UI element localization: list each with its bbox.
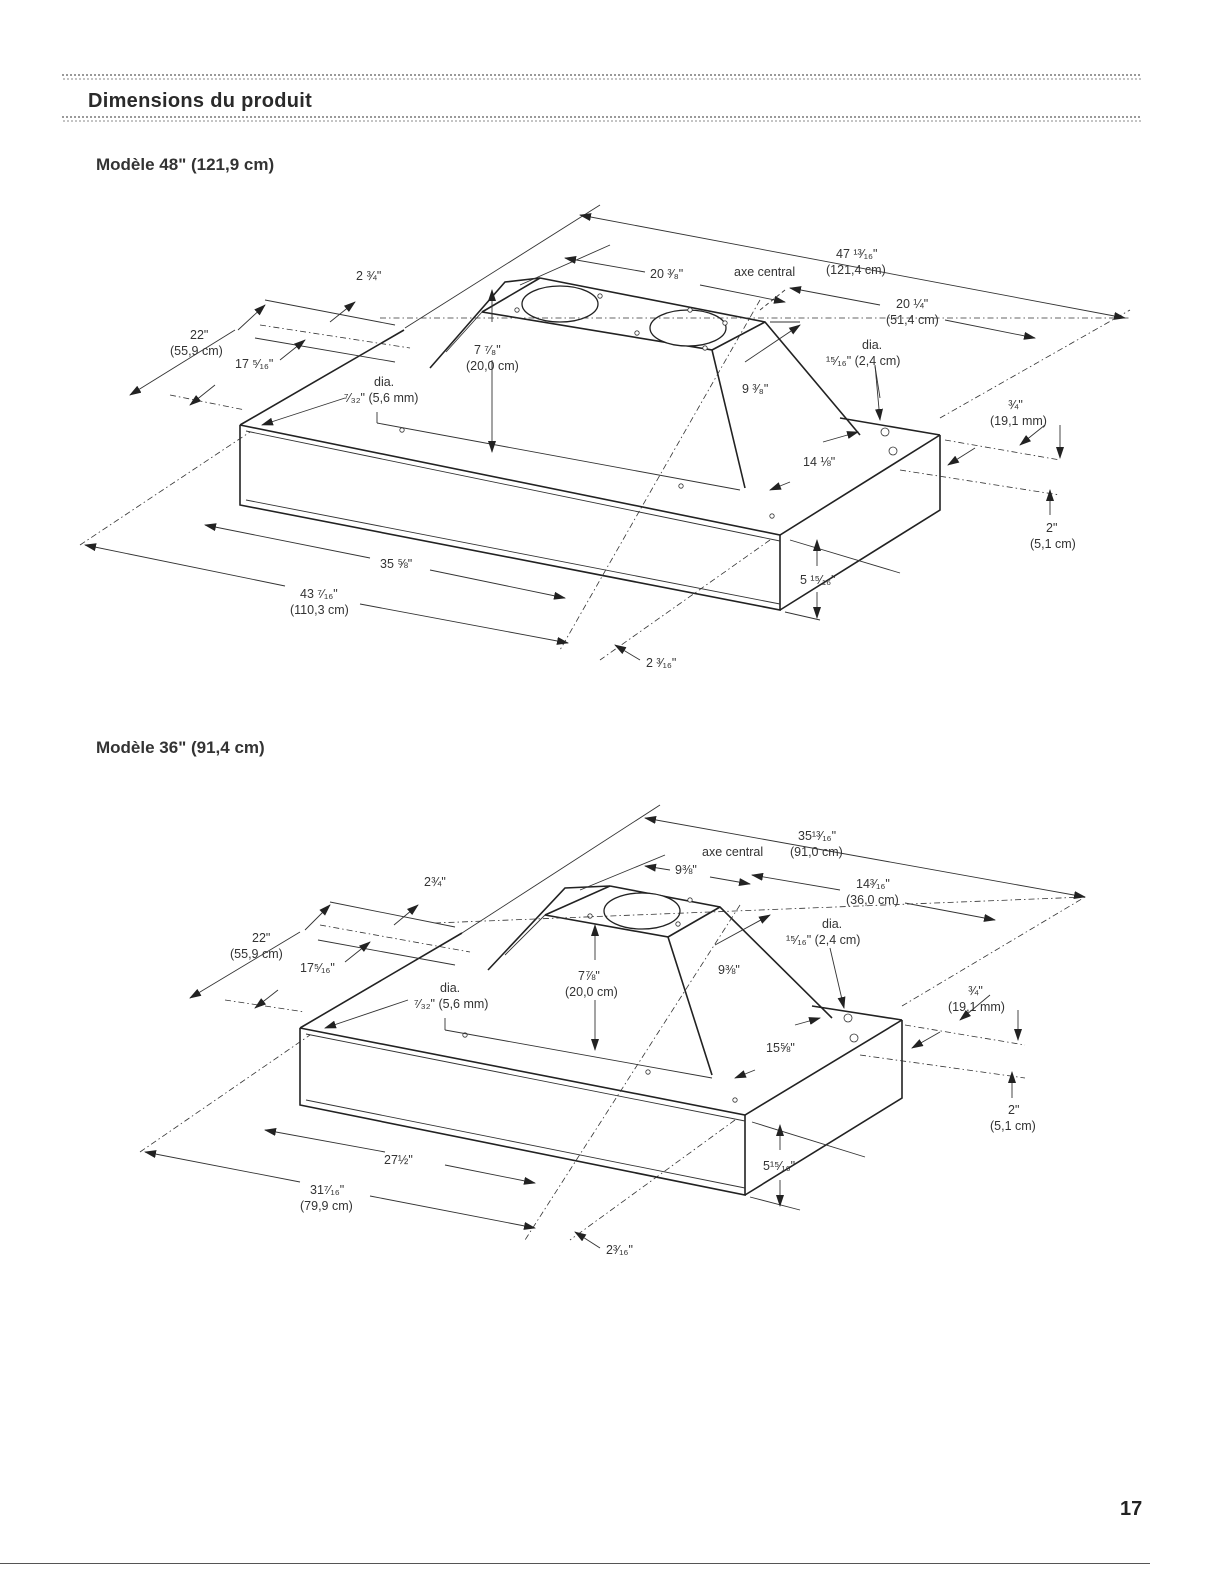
label-center-axis: axe central <box>702 845 763 859</box>
label-front-width: 43 ⁷⁄₁₆" <box>300 587 338 601</box>
label-edge-offset: 2 ³⁄₁₆" <box>646 656 676 670</box>
bottom-rule <box>0 1563 1150 1564</box>
diagram-model-48: 47 ¹³⁄₁₆" (121,4 cm) 20 ³⁄₈" axe central… <box>79 204 1131 670</box>
label-depth-in: 22" <box>190 328 208 342</box>
section-title: Dimensions du produit <box>88 90 313 112</box>
label-overall-width: 47 ¹³⁄₁₆" <box>836 247 878 261</box>
dimension-lines <box>84 213 1126 661</box>
reference-lines <box>139 804 1086 1241</box>
page-number: 17 <box>1120 1498 1143 1520</box>
label-side-height: 2" <box>1046 521 1057 535</box>
label-side-height-cm: (5,1 cm) <box>990 1119 1036 1133</box>
hood-chimney <box>444 885 859 1103</box>
label-small-hole-value: ⁷⁄₃₂" (5,6 mm) <box>414 997 488 1011</box>
label-overall-width-cm: (121,4 cm) <box>826 263 886 277</box>
reference-lines <box>79 204 1131 661</box>
label-rear-offset: 20 ¼" <box>896 297 928 311</box>
label-overall-width: 35¹³⁄₁₆" <box>798 829 836 843</box>
hood-chimney <box>376 277 898 519</box>
header-rule-top <box>62 74 1142 80</box>
label-chimney-height: 7 ⁷⁄₈" <box>474 343 501 357</box>
label-inner-depth: 17 ⁵⁄₁₆" <box>235 357 273 371</box>
label-depth-in: 22" <box>252 931 270 945</box>
label-side-height: 2" <box>1008 1103 1019 1117</box>
dimension-labels: 35¹³⁄₁₆" (91,0 cm) 9⅜" axe central 14³⁄₁… <box>230 829 1036 1257</box>
label-side-distance: 15⅝" <box>766 1041 795 1055</box>
label-offset-in: ¾" <box>1008 398 1023 412</box>
label-depth-cm: (55,9 cm) <box>230 947 283 961</box>
label-rear-offset-cm: (51,4 cm) <box>886 313 939 327</box>
label-rear-offset-cm: (36,0 cm) <box>846 893 899 907</box>
duct-hole <box>603 892 681 930</box>
label-front-height: 5 ¹⁵⁄₁₆" <box>800 573 836 587</box>
model-title-48: Modèle 48" (121,9 cm) <box>96 155 275 174</box>
label-offset-mm: (19,1 mm) <box>990 414 1047 428</box>
duct-hole-left <box>521 285 599 323</box>
label-chimney-height-cm: (20,0 cm) <box>565 985 618 999</box>
label-offset-in: ¾" <box>968 984 983 998</box>
label-front-width-cm: (110,3 cm) <box>290 603 349 617</box>
label-top-margin: 2 ¾" <box>356 269 381 283</box>
label-front-width: 31⁷⁄₁₆" <box>310 1183 344 1197</box>
label-small-hole-dia: dia. <box>374 375 394 389</box>
label-chimney-depth: 9⅜" <box>718 963 740 977</box>
label-hole-dia: dia. <box>822 917 842 931</box>
label-front-width-cm: (79,9 cm) <box>300 1199 353 1213</box>
label-chimney-height-cm: (20,0 cm) <box>466 359 519 373</box>
model-title-36: Modèle 36" (91,4 cm) <box>96 738 265 757</box>
label-front-height: 5¹⁵⁄₁₆" <box>763 1159 795 1173</box>
label-chimney-width: 9⅜" <box>675 863 697 877</box>
label-small-hole-dia: dia. <box>440 981 460 995</box>
label-hole-dia-value: ¹⁵⁄₁₆" (2,4 cm) <box>826 354 900 368</box>
label-side-height-cm: (5,1 cm) <box>1030 537 1076 551</box>
label-chimney-depth: 9 ³⁄₈" <box>742 382 768 396</box>
dimension-labels: 47 ¹³⁄₁₆" (121,4 cm) 20 ³⁄₈" axe central… <box>170 247 1076 670</box>
label-chimney-width: 20 ³⁄₈" <box>650 267 683 281</box>
label-hole-dia: dia. <box>862 338 882 352</box>
label-top-margin: 2¾" <box>424 875 446 889</box>
label-edge-offset: 2³⁄₁₆" <box>606 1243 633 1257</box>
label-front-inner-width: 27½" <box>384 1153 413 1167</box>
label-front-inner-width: 35 ⅝" <box>380 557 412 571</box>
label-side-distance: 14 ⅛" <box>803 455 835 469</box>
label-small-hole-value: ⁷⁄₃₂" (5,6 mm) <box>344 391 418 405</box>
label-offset-mm: (19,1 mm) <box>948 1000 1005 1014</box>
label-depth-cm: (55,9 cm) <box>170 344 223 358</box>
diagram-model-36: 35¹³⁄₁₆" (91,0 cm) 9⅜" axe central 14³⁄₁… <box>139 804 1086 1257</box>
hood-body <box>299 932 903 1196</box>
dimension-lines <box>144 816 1086 1249</box>
label-hole-dia-value: ¹⁵⁄₁₆" (2,4 cm) <box>786 933 860 947</box>
label-chimney-height: 7⅞" <box>578 969 600 983</box>
hood-body <box>239 329 941 611</box>
label-overall-width-cm: (91,0 cm) <box>790 845 843 859</box>
header-rule-bottom <box>62 116 1142 122</box>
label-center-axis: axe central <box>734 265 795 279</box>
label-inner-depth: 17⁵⁄₁₆" <box>300 961 335 975</box>
label-rear-offset: 14³⁄₁₆" <box>856 877 890 891</box>
duct-hole-right <box>649 309 727 347</box>
